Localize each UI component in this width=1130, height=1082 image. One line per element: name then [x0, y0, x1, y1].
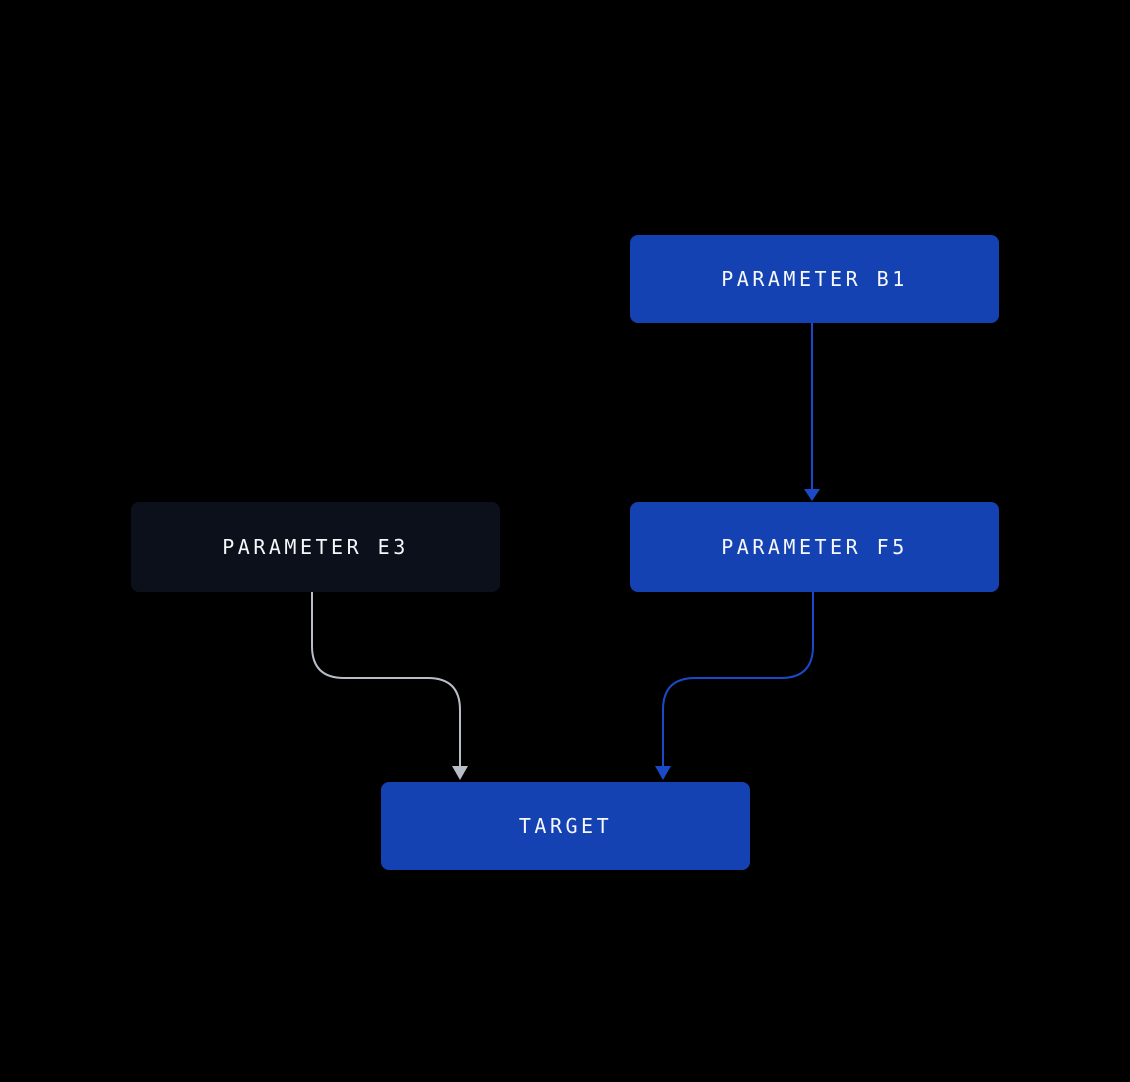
node-target-label: TARGET — [518, 814, 613, 838]
edge-e3-to-target-line — [311, 592, 461, 767]
node-parameter-b1-label: PARAMETER B1 — [721, 267, 908, 291]
edge-f5-to-target-line — [662, 592, 814, 767]
edge-e3-to-target — [311, 592, 468, 780]
edge-f5-to-target-arrowhead-icon — [655, 766, 671, 780]
node-parameter-e3-label: PARAMETER E3 — [222, 535, 409, 559]
node-parameter-f5-label: PARAMETER F5 — [721, 535, 908, 559]
node-target[interactable]: TARGET — [381, 782, 750, 870]
edge-b1-to-f5-arrowhead-icon — [804, 489, 820, 501]
node-parameter-b1[interactable]: PARAMETER B1 — [630, 235, 999, 323]
node-parameter-e3[interactable]: PARAMETER E3 — [131, 502, 500, 592]
node-parameter-f5[interactable]: PARAMETER F5 — [630, 502, 999, 592]
edge-f5-to-target — [655, 592, 814, 780]
edge-b1-to-f5 — [804, 323, 820, 501]
edge-e3-to-target-arrowhead-icon — [452, 766, 468, 780]
